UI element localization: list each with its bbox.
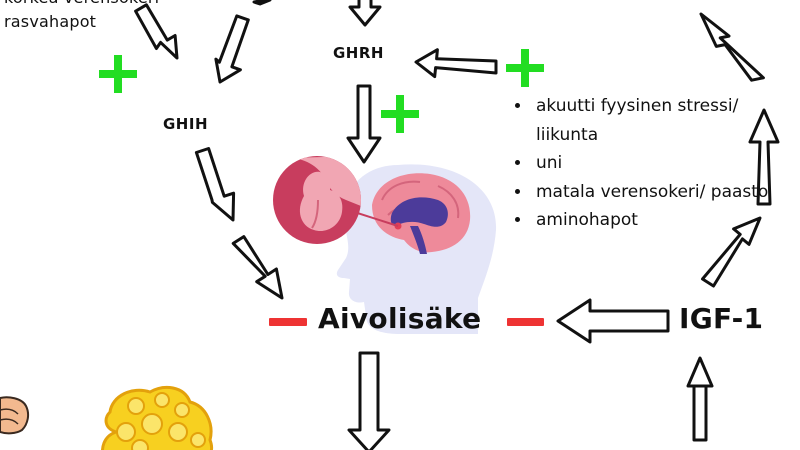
- arrow-igf1-up-3: [699, 12, 765, 82]
- arrow-top-to-ghrh: [348, 0, 382, 27]
- list-item: uni: [532, 149, 800, 178]
- ghih-label: GHIH: [163, 115, 209, 133]
- arrow-igf1-up-2: [748, 108, 780, 206]
- arrow-top-left-partial: [252, 0, 272, 6]
- list-item: aminohapot: [532, 206, 800, 235]
- minus-icons: [269, 318, 544, 326]
- igf1-label: IGF-1: [679, 302, 764, 335]
- list-item: akuutti fyysinen stressi/ liikunta: [532, 92, 800, 149]
- arrow-ghih-to-pituitary-2: [231, 235, 284, 300]
- stimuli-list: akuutti fyysinen stressi/ liikunta uni m…: [510, 92, 800, 235]
- arrow-stimuli-to-ghrh: [414, 48, 498, 79]
- arrow-pituitary-down: [347, 351, 391, 450]
- head-brain-icon: [336, 164, 497, 334]
- list-item: matala verensokeri/ paasto: [532, 178, 800, 207]
- arrow-ghrh-to-pituitary: [346, 84, 382, 164]
- magnifier-pituitary-icon: [273, 156, 361, 244]
- arrow-bottom-to-igf1: [686, 356, 714, 442]
- plus-icon: [99, 55, 137, 93]
- plus-icons: [99, 49, 544, 133]
- top-left-factor-label-1: korkea verensokeri: [4, 0, 159, 10]
- pituitary-label: Aivolisäke: [318, 302, 482, 335]
- top-left-factor-label-2: rasvahapot: [4, 12, 97, 31]
- arrow-left-to-ghih-2: [214, 14, 250, 84]
- arrow-igf1-to-pituitary: [556, 298, 670, 344]
- ghrh-label: GHRH: [333, 44, 384, 62]
- arrow-igf1-up-1: [701, 216, 762, 288]
- fat-cells-icon: [101, 385, 214, 450]
- arrow-ghih-to-pituitary-1: [194, 147, 236, 222]
- plus-icon: [506, 49, 544, 87]
- plus-icon: [381, 95, 419, 133]
- fist-icon: [0, 396, 30, 435]
- arrow-left-to-ghih-1: [134, 3, 179, 60]
- arrows: [134, 0, 780, 450]
- minus-icon: [507, 318, 544, 326]
- minus-icon: [269, 318, 307, 326]
